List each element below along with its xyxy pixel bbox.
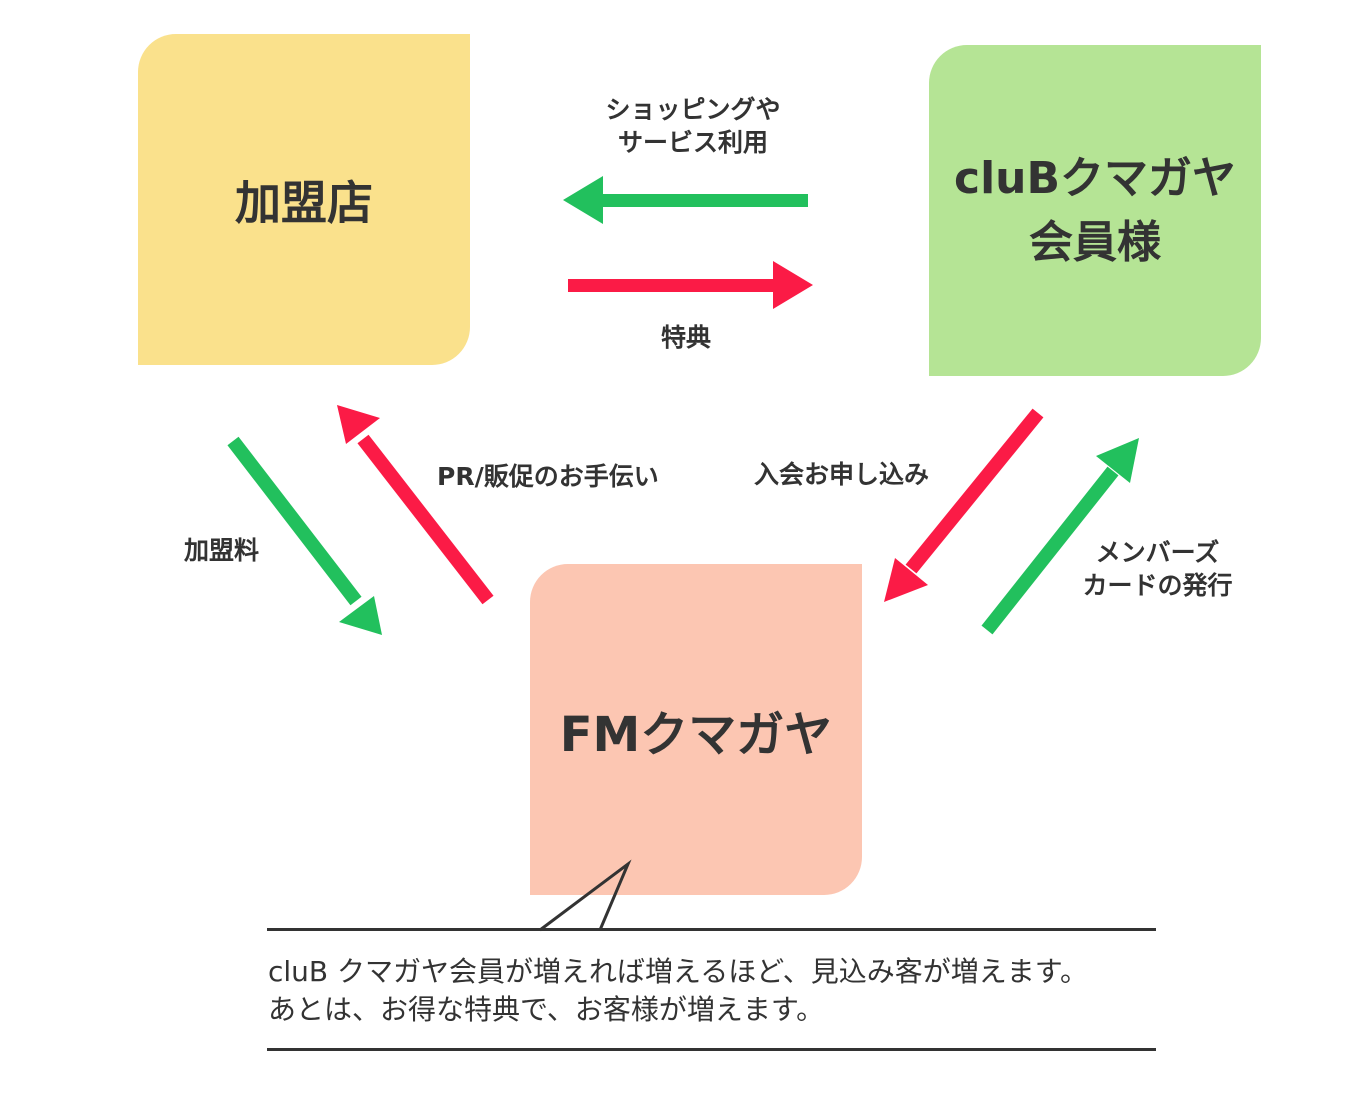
arrow-shopping — [563, 176, 808, 224]
pr-label: PR/販促のお手伝い — [437, 462, 659, 491]
note-top-rule — [267, 928, 1156, 931]
note-text: cluB クマガヤ会員が増えれば増えるほど、見込み客が増えます。 あとは、お得な… — [268, 953, 1088, 1029]
note-bottom-rule — [267, 1048, 1156, 1051]
arrow-card — [981, 438, 1139, 635]
note-bubble-tail — [539, 859, 632, 932]
fm-label: FMクマガヤ — [559, 706, 833, 763]
application-label: 入会お申し込み — [754, 460, 930, 489]
card-label-line2: カードの発行 — [1082, 570, 1233, 600]
member-label-line1: cluBクマガヤ — [953, 152, 1237, 204]
note-line1: cluB クマガヤ会員が増えれば増えるほど、見込み客が増えます。 — [268, 955, 1088, 988]
arrow-pr — [337, 405, 494, 605]
shopping-label-line1: ショッピングや — [605, 95, 781, 124]
store-node: 加盟店 — [138, 34, 470, 365]
note-line2: あとは、お得な特典で、お客様が増えます。 — [268, 993, 825, 1026]
arrow-benefit — [568, 261, 813, 309]
card-label-line1: メンバーズ — [1095, 538, 1220, 567]
shopping-label: ショッピングや サービス利用 — [588, 94, 798, 159]
member-node: cluBクマガヤ 会員様 — [929, 45, 1261, 376]
fee-label: 加盟料 — [184, 536, 260, 565]
arrow-fee — [227, 436, 382, 635]
arrow-application — [884, 408, 1044, 602]
store-label: 加盟店 — [235, 175, 373, 230]
shopping-label-line2: サービス利用 — [617, 127, 768, 157]
card-label: メンバーズ カードの発行 — [1070, 537, 1245, 602]
fm-node: FMクマガヤ — [530, 564, 862, 895]
member-label-line2: 会員様 — [1029, 216, 1161, 268]
benefit-label: 特典 — [660, 323, 711, 352]
